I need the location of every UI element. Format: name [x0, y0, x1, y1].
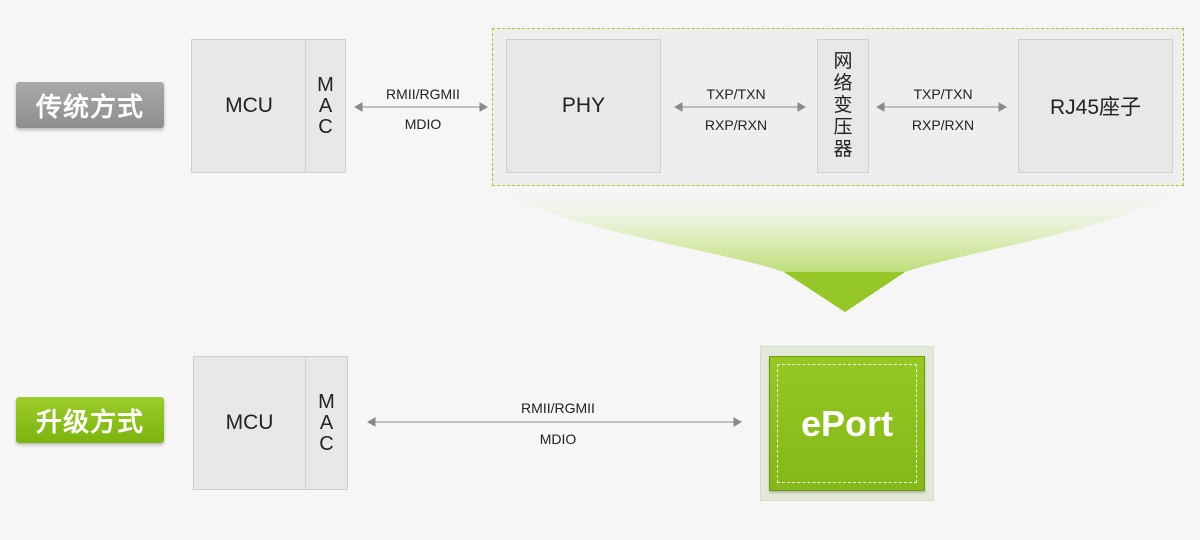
- traditional-link1-bottom: MDIO: [404, 116, 442, 132]
- phy-block: PHY: [506, 39, 661, 173]
- mac-letter: A: [319, 411, 334, 434]
- merge-arrow-tip: [784, 272, 905, 312]
- mac-divider: [305, 357, 306, 489]
- upgrade-mcu-block: MCU M A C: [193, 356, 348, 490]
- mac-letter: C: [319, 432, 334, 455]
- arrow-head-left-icon: [353, 102, 363, 112]
- phy-label: PHY: [561, 94, 606, 117]
- eport-label: ePort: [800, 402, 894, 444]
- traditional-link3-top: TXP/TXN: [913, 86, 973, 102]
- mac-letter: C: [318, 115, 333, 138]
- upgrade-method-label: 升级方式: [35, 407, 144, 438]
- mac-divider: [305, 40, 306, 172]
- arrow-head-right-icon: [998, 102, 1008, 112]
- traditional-method-label: 传统方式: [35, 92, 144, 123]
- eport-chip: ePort: [769, 356, 925, 491]
- rj45-label: RJ45座子: [1049, 96, 1142, 119]
- transformer-char: 器: [833, 139, 853, 160]
- traditional-link2-bottom: RXP/RXN: [704, 117, 768, 133]
- upgrade-mac-block: M A C: [306, 357, 347, 489]
- traditional-link2-top: TXP/TXN: [706, 86, 766, 102]
- traditional-mac-block: M A C: [306, 40, 345, 172]
- arrow-head-right-icon: [479, 102, 489, 112]
- traditional-link3-bottom: RXP/RXN: [911, 117, 975, 133]
- transformer-char: 变: [833, 95, 853, 116]
- traditional-mcu-block: MCU M A C: [191, 39, 346, 173]
- transformer-char: 网: [833, 51, 853, 72]
- upgrade-mcu-label: MCU: [225, 411, 274, 434]
- eport-dashed-outline: [777, 364, 917, 483]
- traditional-mcu-label: MCU: [225, 94, 273, 117]
- mac-letter: A: [318, 94, 333, 117]
- network-transformer-block: 网 络 变 压 器: [817, 39, 869, 173]
- transformer-char: 压: [833, 117, 853, 138]
- rj45-block: RJ45座子: [1018, 39, 1173, 173]
- upgrade-link-top: RMII/RGMII: [521, 400, 595, 416]
- mac-letter: M: [317, 73, 334, 96]
- traditional-method-tag: 传统方式: [16, 82, 164, 128]
- transformer-char: 络: [833, 73, 853, 94]
- arrow-head-left-icon: [366, 417, 376, 427]
- traditional-link1-top: RMII/RGMII: [386, 86, 460, 102]
- eport-frame: ePort: [760, 346, 934, 501]
- upgrade-link-bottom: MDIO: [539, 431, 577, 447]
- arrow-head-right-icon: [733, 417, 743, 427]
- arrow-head-left-icon: [673, 102, 683, 112]
- merge-arrow: [497, 188, 1182, 312]
- upgrade-method-tag: 升级方式: [16, 397, 164, 443]
- arrow-head-left-icon: [875, 102, 885, 112]
- mac-letter: M: [318, 390, 335, 413]
- arrow-head-right-icon: [797, 102, 807, 112]
